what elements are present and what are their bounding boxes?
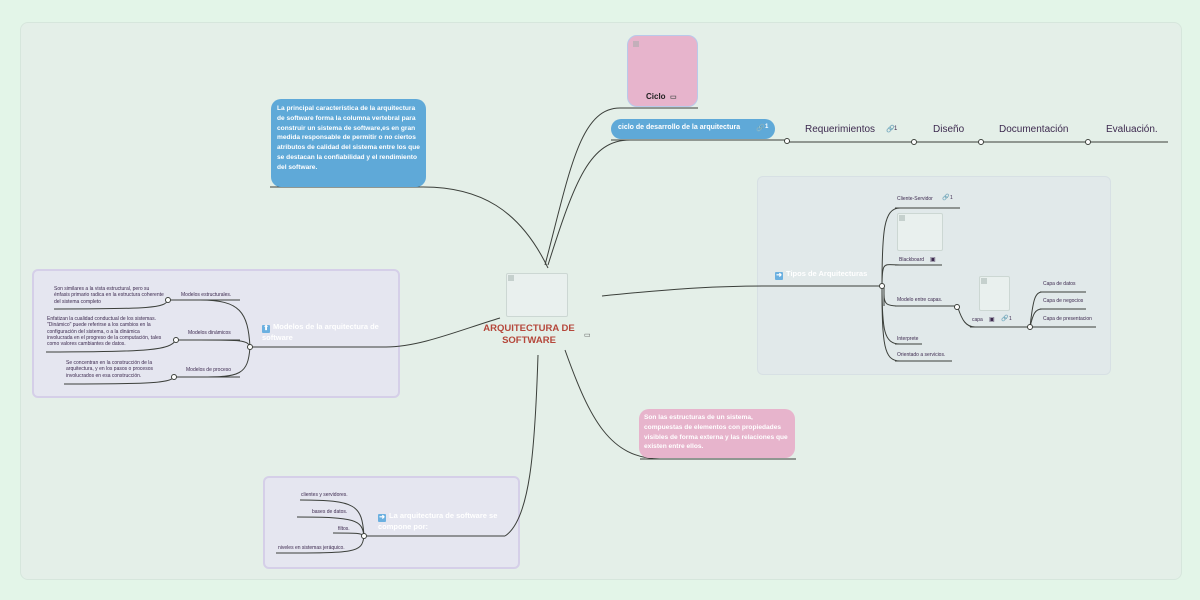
step-requerimientos[interactable]: Requerimientos: [805, 124, 876, 135]
cycle-topic-count: 1: [765, 124, 769, 130]
capa-negocios[interactable]: Capa de negocios: [1043, 298, 1084, 304]
step-documentacion[interactable]: Documentación: [999, 124, 1069, 135]
modelo-proceso-note: Se concentran en la construcción de la a…: [66, 360, 153, 379]
modelo-dinamicos-note: Enfatizan la cualidad conductual de los …: [47, 316, 162, 348]
tipos-title-text: Tipos de Arquitecturas: [786, 269, 868, 278]
compone-title[interactable]: ➜La arquitectura de software se compone …: [378, 511, 497, 532]
modelos-title-text: Modelos de la arquitectura de software: [262, 322, 379, 342]
cycle-topic-label: ciclo de desarrollo de la arquitectura: [618, 124, 741, 131]
modelos-title[interactable]: ⬆Modelos de la arquitectura de software: [262, 322, 390, 343]
tipo-cliente-servidor-count: 1: [950, 195, 953, 201]
definition-text: La principal característica de la arquit…: [277, 105, 420, 171]
link-icon[interactable]: 🔗: [1001, 316, 1009, 322]
ciclo-image: [632, 40, 640, 48]
link-icon[interactable]: 🔗: [886, 126, 895, 133]
compone-title-line1: La arquitectura de software se: [389, 511, 498, 520]
compone-niveles[interactable]: niveles en sistemas jeráquico.: [278, 545, 345, 551]
modelo-estructurales-note: Son similares a la vista estructural, pe…: [54, 286, 164, 305]
capa-image: [979, 276, 1010, 311]
blackboard-image: [897, 213, 943, 251]
central-image: [506, 273, 568, 317]
step-diseno[interactable]: Diseño: [933, 124, 965, 135]
note-icon[interactable]: ▭: [584, 332, 591, 339]
tipo-capa[interactable]: capa: [972, 317, 983, 323]
arrow-up-icon: ⬆: [262, 325, 270, 333]
central-topic[interactable]: ARQUITECTURA DE SOFTWARE: [470, 323, 588, 347]
arrow-right-icon: ➜: [775, 272, 783, 280]
capa-datos[interactable]: Capa de datos: [1043, 281, 1076, 287]
tipo-interprete[interactable]: Interprete: [897, 336, 919, 342]
tipo-blackboard[interactable]: Blackboard: [899, 257, 925, 263]
compone-filtos[interactable]: filtos.: [338, 526, 350, 532]
tipo-orientado[interactable]: Orientado a servicios.: [897, 352, 946, 358]
cycle-topic[interactable]: ciclo de desarrollo de la arquitectura 🔗…: [611, 119, 775, 139]
tipos-boundary: [757, 176, 1111, 375]
compone-bases[interactable]: bases de datos.: [312, 509, 348, 515]
step-requerimientos-count: 1: [894, 126, 898, 132]
tipo-capa-count: 1: [1009, 316, 1012, 322]
definition-bubble[interactable]: La principal característica de la arquit…: [271, 99, 426, 187]
step-evaluacion[interactable]: Evaluación.: [1106, 124, 1158, 135]
estructuras-bubble[interactable]: Son las estructuras de un sistema, compu…: [639, 409, 795, 458]
ciclo-label: Ciclo: [646, 92, 666, 101]
modelo-proceso[interactable]: Modelos de proceso: [186, 367, 232, 373]
tipo-cliente-servidor[interactable]: Cliente-Servidor: [897, 196, 933, 202]
compone-boundary: [263, 476, 520, 569]
compone-title-line2: compone por:: [378, 522, 428, 531]
compone-clientes[interactable]: clientes y servidores.: [301, 492, 348, 498]
central-title-line1: ARQUITECTURA DE: [483, 323, 575, 334]
modelo-estructurales[interactable]: Modelos estructurales.: [181, 292, 232, 298]
arrow-right-icon: ➜: [378, 514, 386, 522]
link-icon[interactable]: 🔗: [942, 195, 950, 201]
image-icon[interactable]: ▣: [930, 257, 936, 263]
tipos-title[interactable]: ➜Tipos de Arquitecturas: [775, 269, 867, 280]
modelo-dinamicos[interactable]: Modelos dinámicos: [188, 330, 231, 336]
image-icon[interactable]: ▣: [989, 317, 995, 323]
estructuras-text: Son las estructuras de un sistema, compu…: [644, 414, 788, 451]
ciclo-node[interactable]: Ciclo ▭: [627, 35, 698, 107]
note-icon[interactable]: ▭: [670, 94, 677, 101]
tipo-modelo-capas[interactable]: Modelo entre capas.: [897, 297, 943, 303]
central-title-line2: SOFTWARE: [502, 335, 556, 346]
capa-presentacion[interactable]: Capa de presentacion: [1043, 316, 1092, 322]
link-icon[interactable]: 🔗: [756, 125, 765, 132]
